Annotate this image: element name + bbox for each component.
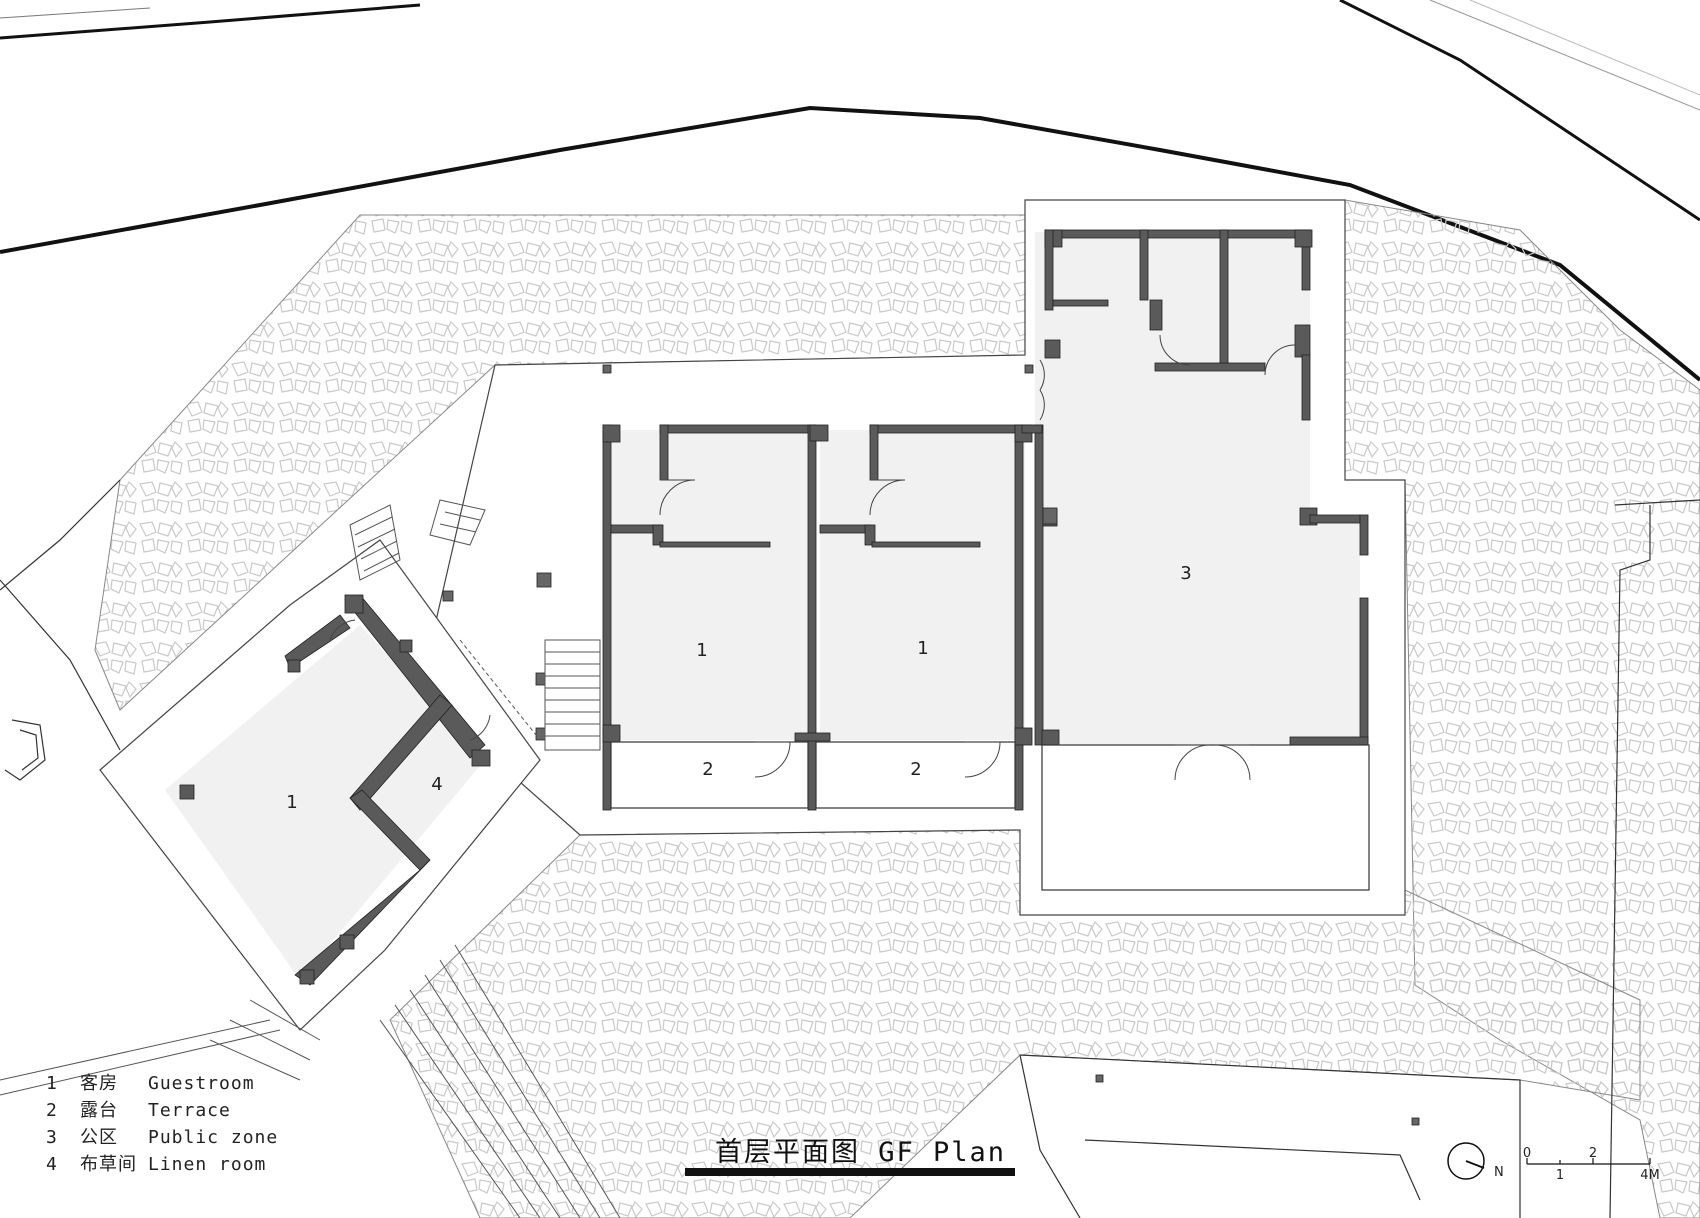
legend-num: 4 [46, 1154, 58, 1175]
legend-en: Public zone [148, 1127, 279, 1148]
room-label-linen-room: 4 [431, 774, 442, 795]
scale-label-2: 2 [1589, 1146, 1597, 1161]
legend-item: 3 公区 Public zone [46, 1124, 278, 1151]
room-label-guestroom-a: 1 [696, 640, 707, 661]
room-floors [165, 232, 1360, 980]
room-label-terrace-a: 2 [702, 759, 713, 780]
north-arrow-icon: N [1447, 1142, 1504, 1180]
stairs [0, 499, 621, 1218]
room-label-guestroom-c: 1 [286, 792, 297, 813]
scale-label-4m: 4M [1640, 1168, 1660, 1183]
legend-num: 2 [46, 1100, 58, 1121]
legend-num: 3 [46, 1127, 58, 1148]
legend-zh: 露台 [80, 1100, 118, 1121]
north-label: N [1494, 1165, 1504, 1180]
legend-item: 1 客房 Guestroom [46, 1070, 278, 1097]
terraces [610, 741, 1370, 891]
room-numbers: 1 1 1 2 2 3 4 [286, 563, 1191, 813]
legend-en: Terrace [148, 1100, 231, 1121]
paving-areas [94, 199, 1700, 1218]
legend-zh: 公区 [80, 1127, 118, 1148]
legend-item: 4 布草间 Linen room [46, 1151, 278, 1178]
legend-en: Linen room [148, 1154, 267, 1175]
plan-title: 首层平面图 GF Plan [715, 1137, 1007, 1168]
legend-zh: 客房 [80, 1073, 118, 1094]
legend-zh: 布草间 [80, 1154, 137, 1175]
room-label-terrace-b: 2 [910, 759, 921, 780]
legend-num: 1 [46, 1073, 58, 1094]
scale-label-0: 0 [1523, 1146, 1531, 1161]
walls [179, 229, 1369, 986]
room-label-public-zone: 3 [1180, 563, 1191, 584]
legend: 1 客房 Guestroom 2 露台 Terrace 3 公区 Public zone 4… [46, 1070, 278, 1178]
room-label-guestroom-b: 1 [917, 638, 928, 659]
scale-label-1: 1 [1556, 1168, 1564, 1183]
legend-item: 2 露台 Terrace [46, 1097, 278, 1124]
legend-en: Guestroom [148, 1073, 255, 1094]
door-swings [329, 334, 1296, 781]
terrain-lines [0, 479, 1700, 1218]
title-underline [685, 1168, 1015, 1176]
scale-bar: 0 2 1 4M [1523, 1146, 1660, 1183]
